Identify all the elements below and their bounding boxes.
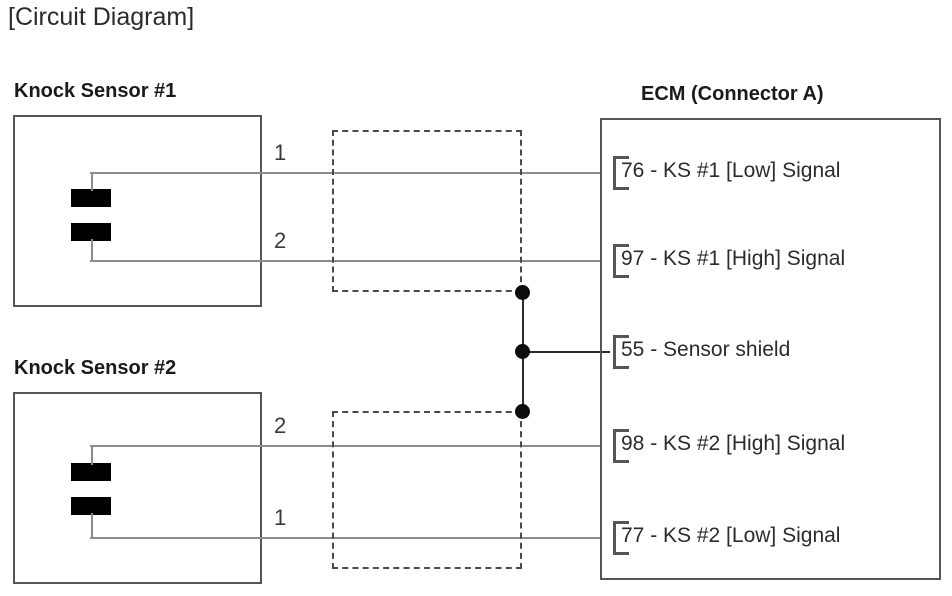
ecm-box — [600, 118, 941, 580]
knock-sensor-2-pin-1-number: 1 — [274, 505, 287, 530]
sensor1-lead-top-vertical — [91, 172, 93, 191]
shield-junction-dot-lower — [515, 404, 530, 419]
page-title: [Circuit Diagram] — [8, 3, 195, 31]
wire-ks2-low — [90, 537, 602, 539]
ecm-terminal-97-bracket — [613, 244, 629, 278]
piezo-gap — [71, 207, 111, 223]
ecm-terminal-77-bracket — [613, 521, 629, 555]
piezo-gap-2 — [71, 481, 111, 497]
ecm-terminal-97-label: 97 - KS #1 [High] Signal — [621, 247, 846, 270]
ecm-terminal-77-label: 77 - KS #2 [Low] Signal — [621, 524, 841, 547]
sensor2-lead-top-vertical — [91, 445, 93, 465]
shield-junction-dot-middle — [515, 344, 530, 359]
ecm-terminal-76-label: 76 - KS #1 [Low] Signal — [621, 159, 841, 182]
wire-ks1-low — [90, 172, 602, 174]
sensor1-lead-bottom-vertical — [91, 239, 93, 261]
ecm-terminal-55-label: 55 - Sensor shield — [621, 338, 791, 361]
knock-sensor-1-title: Knock Sensor #1 — [14, 80, 177, 102]
wire-ks2-high — [90, 445, 602, 447]
ecm-terminal-98-bracket — [613, 429, 629, 463]
shield-boundary-lower — [332, 411, 522, 569]
knock-sensor-2-pin-2-number: 2 — [274, 413, 287, 438]
shield-boundary-upper — [332, 130, 522, 292]
knock-sensor-2-title: Knock Sensor #2 — [14, 357, 177, 379]
sensor2-lead-bottom-vertical — [91, 513, 93, 538]
ecm-terminal-98-label: 98 - KS #2 [High] Signal — [621, 432, 846, 455]
shield-drain-to-pin55 — [522, 351, 610, 353]
wire-ks1-high — [90, 260, 602, 262]
ecm-title: ECM (Connector A) — [641, 83, 824, 105]
knock-sensor-1-box — [13, 115, 262, 307]
ecm-terminal-55-bracket — [613, 335, 629, 369]
shield-junction-dot-upper — [515, 285, 530, 300]
knock-sensor-2-box — [13, 392, 262, 584]
knock-sensor-1-pin-2-number: 2 — [274, 228, 287, 253]
piezo-element-icon — [71, 189, 111, 241]
knock-sensor-1-pin-1-number: 1 — [274, 140, 287, 165]
piezo-element-icon-2 — [71, 463, 111, 515]
ecm-terminal-76-bracket — [613, 156, 629, 190]
